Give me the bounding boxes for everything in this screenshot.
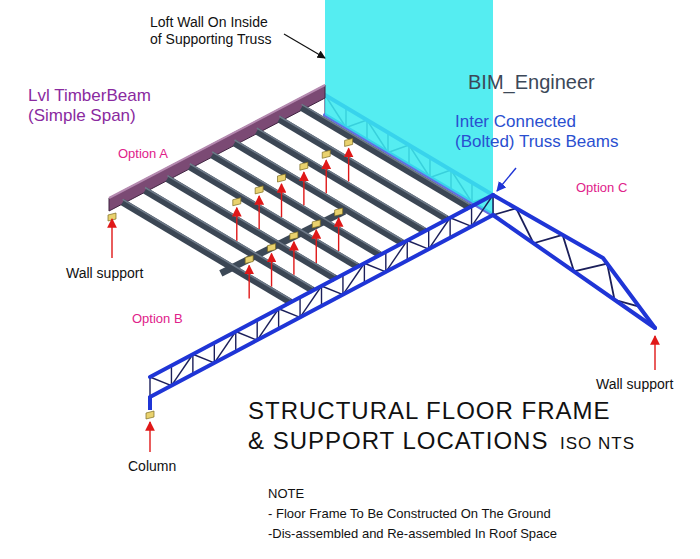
support-arrow bbox=[654, 336, 655, 370]
bearing-block bbox=[146, 411, 154, 419]
support-arrow bbox=[111, 219, 112, 258]
truss-chord bbox=[150, 215, 493, 397]
truss-web bbox=[364, 263, 365, 283]
truss-web bbox=[193, 354, 214, 363]
truss-chord bbox=[150, 195, 493, 377]
front-truss bbox=[150, 195, 493, 397]
bearing-block bbox=[255, 186, 263, 194]
scale-note: ISO NTS bbox=[560, 434, 635, 454]
floor-joist bbox=[167, 179, 335, 279]
joist-highlight bbox=[167, 176, 335, 276]
support-blocks bbox=[108, 138, 353, 419]
floor-joist bbox=[123, 202, 291, 302]
member-label: Lvl TimberBeam (Simple Span) bbox=[28, 86, 178, 127]
bearing-block bbox=[345, 138, 353, 146]
joist-highlight bbox=[302, 104, 470, 204]
joist-highlight bbox=[257, 128, 425, 228]
bearing-block bbox=[233, 198, 241, 206]
truss-web bbox=[342, 275, 343, 295]
watermark: BIM_Engineer bbox=[468, 70, 595, 94]
support-label: Column bbox=[128, 458, 176, 475]
truss-web bbox=[450, 218, 471, 227]
truss-web bbox=[149, 377, 150, 397]
joist-highlight bbox=[234, 140, 402, 240]
truss-web bbox=[492, 195, 493, 215]
truss-web bbox=[407, 241, 428, 250]
truss-web bbox=[364, 263, 385, 272]
truss-web bbox=[299, 297, 300, 317]
bearing-block bbox=[335, 208, 343, 216]
truss-web bbox=[322, 286, 343, 295]
truss-web bbox=[449, 218, 450, 238]
bearing-block bbox=[312, 220, 320, 228]
bearing-block bbox=[300, 162, 308, 170]
support-label: Wall support bbox=[596, 376, 673, 393]
support-arrow bbox=[293, 242, 294, 275]
truss-web bbox=[385, 252, 386, 272]
floor-joist bbox=[145, 190, 313, 290]
floor-joist bbox=[279, 119, 447, 219]
joist-highlight bbox=[123, 199, 291, 299]
note-text: -Dis-assembled and Re-assembled In Roof … bbox=[268, 526, 557, 542]
floor-joists bbox=[123, 104, 470, 302]
truss-web bbox=[256, 320, 257, 340]
floor-joist bbox=[190, 167, 358, 267]
truss-web bbox=[150, 377, 171, 386]
support-arrow bbox=[258, 196, 259, 229]
bearing-block bbox=[268, 244, 276, 252]
truss-web bbox=[278, 309, 279, 329]
floor-joist bbox=[212, 155, 380, 255]
truss-web bbox=[321, 286, 322, 306]
support-arrow bbox=[149, 422, 150, 452]
member-label: Inter Connected (Bolted) Truss Beams bbox=[455, 112, 630, 153]
truss-chord bbox=[493, 215, 655, 328]
bearing-block bbox=[290, 232, 298, 240]
option-label: Option C bbox=[576, 180, 627, 196]
truss-web bbox=[493, 208, 655, 328]
support-arrow bbox=[281, 184, 282, 217]
truss-web bbox=[236, 332, 257, 341]
truss-web bbox=[171, 366, 172, 386]
option-c-truss bbox=[493, 195, 655, 328]
truss-web bbox=[407, 241, 408, 261]
truss-web bbox=[428, 229, 429, 249]
truss-web bbox=[492, 195, 493, 215]
truss-web bbox=[235, 332, 236, 352]
leader-line bbox=[284, 34, 325, 58]
bearing-block bbox=[245, 255, 253, 263]
option-label: Option A bbox=[118, 146, 168, 162]
support-arrow bbox=[338, 218, 339, 251]
floor-joist bbox=[302, 107, 470, 207]
support-arrow bbox=[271, 254, 272, 287]
truss-web bbox=[471, 206, 472, 226]
floor-joist bbox=[234, 143, 402, 243]
truss-web bbox=[192, 354, 193, 374]
support-arrow bbox=[326, 160, 327, 193]
callout-note: Loft Wall On Inside of Supporting Truss bbox=[150, 14, 277, 48]
note-heading: NOTE bbox=[268, 486, 304, 502]
truss-chord bbox=[493, 195, 655, 328]
support-arrow bbox=[303, 172, 304, 205]
joist-highlight bbox=[212, 152, 380, 252]
truss-web bbox=[279, 309, 300, 318]
support-arrow bbox=[248, 265, 249, 298]
support-arrow bbox=[236, 208, 237, 241]
joist-highlight bbox=[190, 164, 358, 264]
column-post bbox=[148, 397, 152, 410]
joist-highlight bbox=[279, 116, 447, 216]
joist-highlight bbox=[145, 187, 313, 287]
support-arrow bbox=[316, 230, 317, 263]
floor-joist bbox=[257, 131, 425, 231]
leader-line bbox=[497, 168, 516, 191]
option-label: Option B bbox=[132, 311, 183, 327]
truss-web bbox=[214, 343, 215, 363]
support-label: Wall support bbox=[66, 265, 143, 282]
bearing-block bbox=[322, 150, 330, 158]
note-text: - Floor Frame To Be Constructed On The G… bbox=[268, 506, 551, 522]
support-arrow bbox=[348, 148, 349, 181]
bearing-block bbox=[278, 174, 286, 182]
